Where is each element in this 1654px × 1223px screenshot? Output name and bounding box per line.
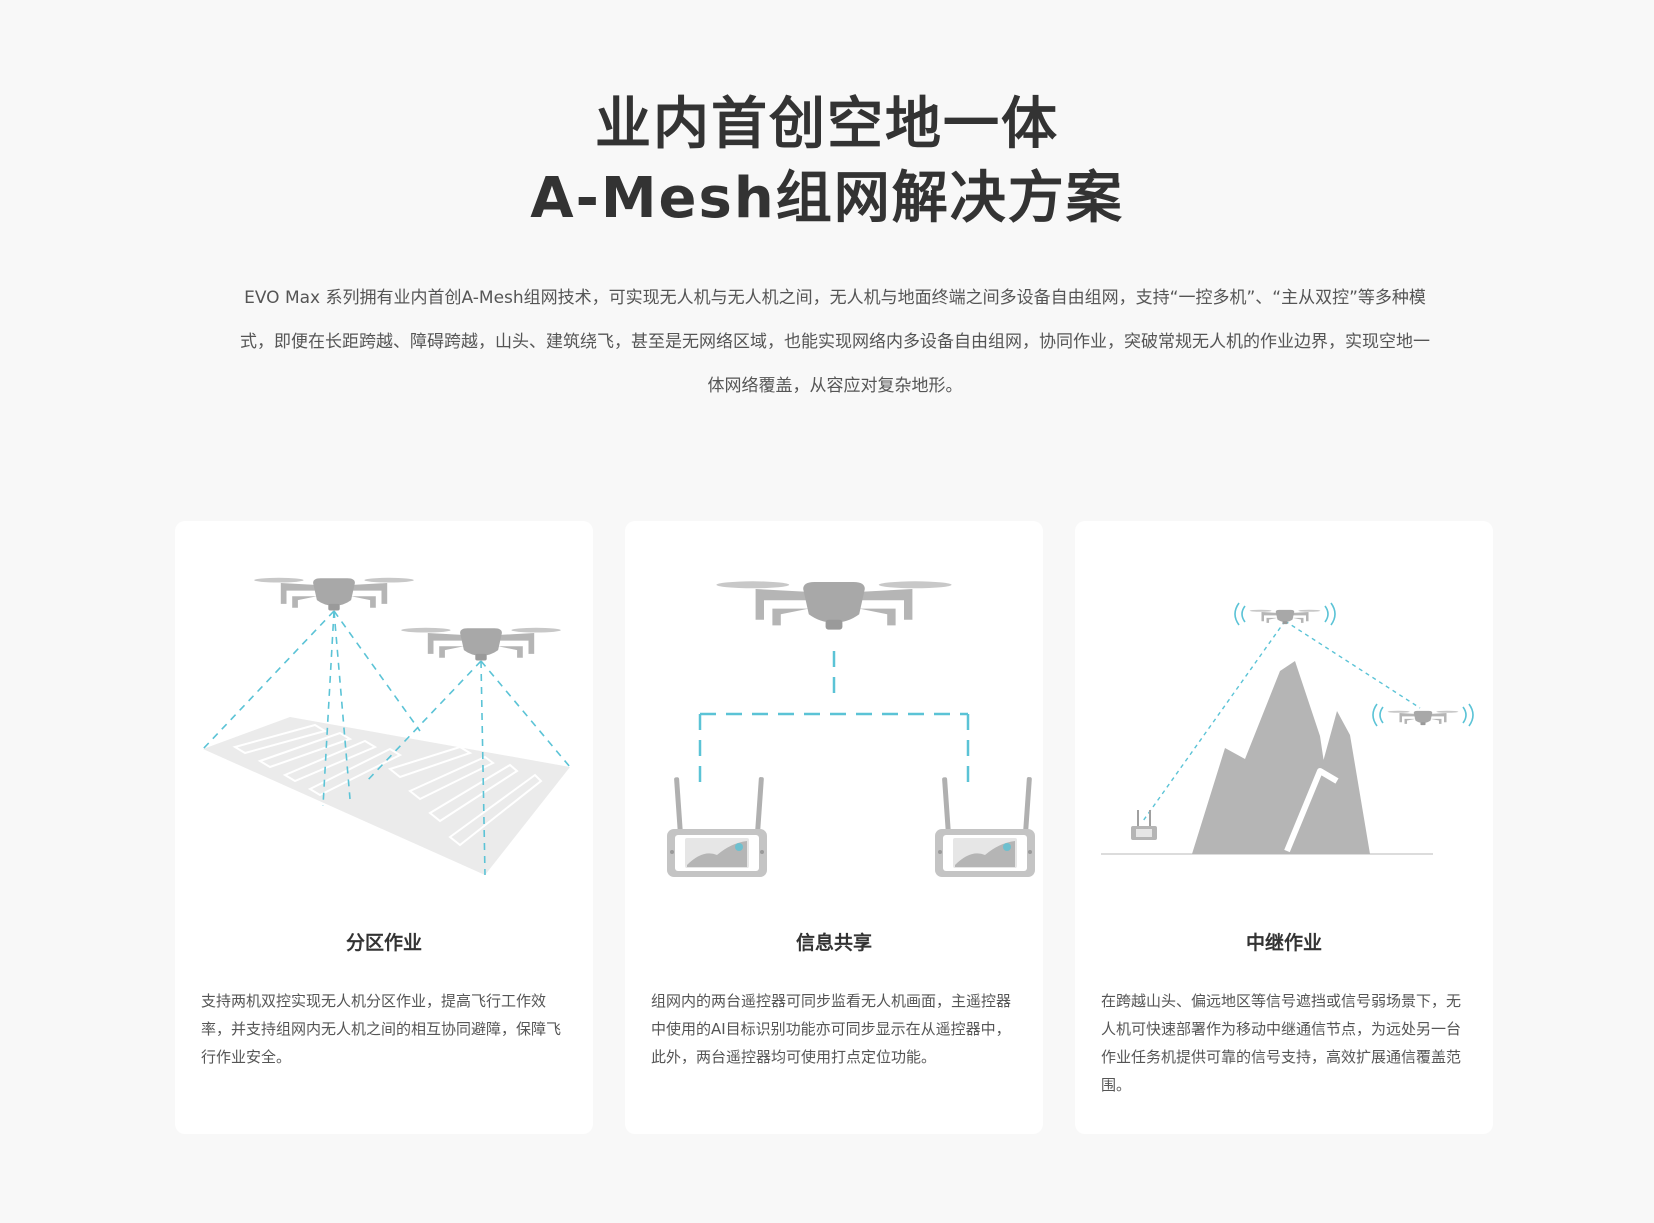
zone-operation-illustration (202, 577, 571, 876)
page-headline: 业内首创空地一体 A-Mesh组网解决方案 (0, 88, 1654, 236)
card-information-sharing: 信息共享 组网内的两台遥控器可同步监看无人机画面，主遥控器中使用的AI目标识别功… (625, 521, 1043, 1134)
card-title: 中继作业 (1245, 932, 1322, 954)
card-description: 支持两机双控实现无人机分区作业，提高飞行工作效率，并支持组网内无人机之间的相互协… (201, 992, 562, 1066)
intro-paragraph: EVO Max 系列拥有业内首创A-Mesh组网技术，可实现无人机与无人机之间，… (240, 288, 1430, 396)
headline-line-1: 业内首创空地一体 (595, 92, 1059, 157)
card-relay-operation: 中继作业 在跨越山头、偏远地区等信号遮挡或信号弱场景下，无人机可快速部署作为移动… (1075, 521, 1493, 1134)
card-description: 在跨越山头、偏远地区等信号遮挡或信号弱场景下，无人机可快速部署作为移动中继通信节… (1101, 992, 1462, 1094)
card-title: 分区作业 (345, 932, 422, 954)
card-description: 组网内的两台遥控器可同步监看无人机画面，主遥控器中使用的AI目标识别功能亦可同步… (651, 992, 1012, 1066)
information-sharing-illustration (667, 581, 1035, 877)
headline-line-2: A-Mesh组网解决方案 (530, 166, 1124, 231)
card-title: 信息共享 (795, 932, 872, 954)
relay-operation-illustration (1101, 602, 1474, 855)
card-zone-operation: 分区作业 支持两机双控实现无人机分区作业，提高飞行工作效率，并支持组网内无人机之… (175, 521, 593, 1134)
